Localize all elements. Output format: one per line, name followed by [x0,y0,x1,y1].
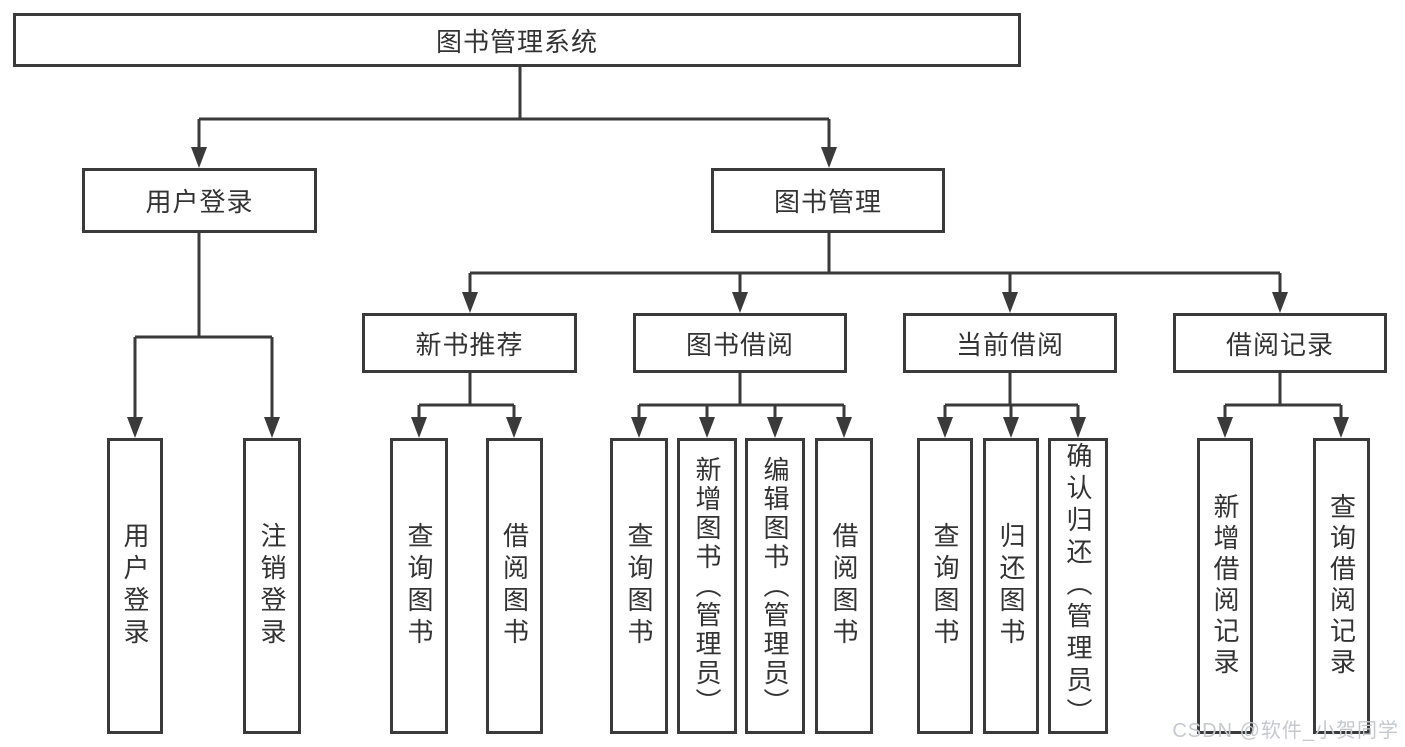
leaf-query-books-recommend: 查询图书 [390,438,448,734]
leaf-borrow-books-recommend: 借阅图书 [486,438,543,734]
node-label: 图书借阅 [685,329,794,360]
leaf-query-books-borrow: 查询图书 [610,438,668,734]
leaf-query-borrow-record: 查询借阅记录 [1313,438,1370,734]
node-label: 查询借阅记录 [1326,493,1357,679]
leaf-add-borrow-record: 新增借阅记录 [1197,438,1253,734]
node-label: 借阅记录 [1225,329,1334,360]
node-label: 新书推荐 [415,329,524,360]
leaf-query-books-current: 查询图书 [917,438,973,734]
node-label: 查询图书 [624,522,654,650]
node-label: 新增图书（管理员） [692,455,722,717]
node-label: 图书管理 [773,187,882,217]
node-label: 用户登录 [145,187,254,217]
node-library-management-system: 图书管理系统 [13,13,1021,67]
leaf-user-login: 用户登录 [107,438,163,734]
node-book-management: 图书管理 [711,168,945,233]
node-user-login: 用户登录 [82,168,317,233]
leaf-borrow-books-borrow: 借阅图书 [815,438,873,734]
csdn-watermark: CSDN @软件_小贺同学 [1172,720,1399,742]
leaf-confirm-return-admin: 确认归还（管理员） [1048,438,1108,734]
node-book-borrow: 图书借阅 [633,313,847,373]
node-label: 新增借阅记录 [1210,493,1240,679]
leaf-edit-book-admin: 编辑图书（管理员） [745,438,805,734]
node-label: 查询图书 [404,522,434,650]
leaf-add-book-admin: 新增图书（管理员） [677,438,737,734]
node-current-borrow: 当前借阅 [903,313,1117,373]
node-label: 借阅图书 [499,522,530,650]
node-label: 归还图书 [996,522,1026,650]
node-label: 确认归还（管理员） [1063,442,1093,730]
node-label: 当前借阅 [955,329,1064,360]
node-label: 图书管理系统 [435,26,598,57]
node-new-book-recommend: 新书推荐 [362,313,577,373]
node-label: 查询图书 [930,522,960,650]
leaf-logout: 注销登录 [243,438,301,734]
leaf-return-book: 归还图书 [983,438,1039,734]
node-label: 注销登录 [257,522,287,650]
node-borrow-records: 借阅记录 [1173,313,1387,373]
node-label: 用户登录 [120,522,150,650]
node-label: 编辑图书（管理员） [760,455,790,717]
node-label: 借阅图书 [829,522,859,650]
